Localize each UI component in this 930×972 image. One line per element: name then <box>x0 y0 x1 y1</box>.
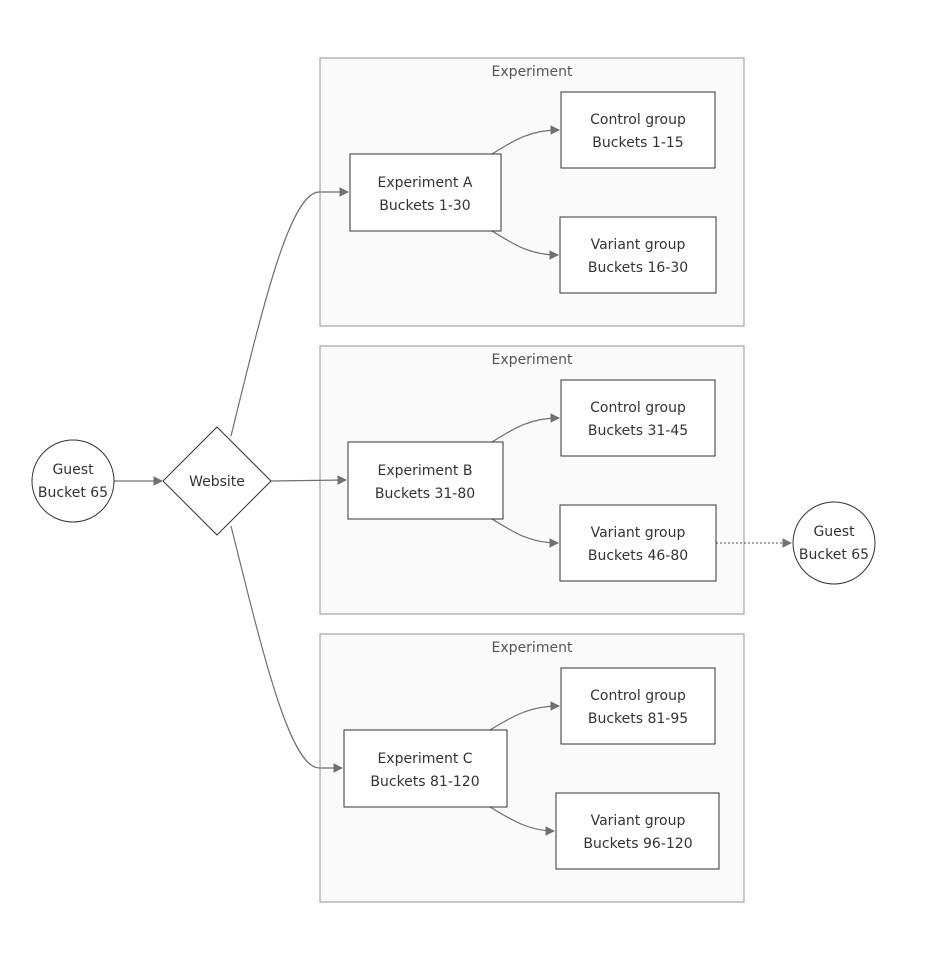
edge-website-to-experiment-b <box>270 475 347 485</box>
node-label-line1: Control group <box>590 688 686 704</box>
node-label-line1: Control group <box>590 400 686 416</box>
node-label-line2: Bucket 65 <box>38 485 108 501</box>
edge-experiment-a-to-control <box>491 125 560 155</box>
edges <box>114 125 792 836</box>
edge-experiment-b-to-variant <box>491 518 559 548</box>
edge-experiment-a-to-variant <box>491 230 559 260</box>
node-label-line1: Guest <box>813 524 855 540</box>
edge-website-to-experiment-a <box>230 187 349 437</box>
node-label-line2: Buckets 16-30 <box>588 260 688 276</box>
node-label-line1: Website <box>189 474 245 490</box>
node-guest-start: Guest Bucket 65 <box>31 439 115 523</box>
node-control-group-c: Control group Buckets 81-95 <box>560 667 716 745</box>
node-label-line2: Buckets 1-30 <box>379 198 470 214</box>
node-label-line2: Buckets 1-15 <box>592 135 683 151</box>
node-label-line1: Experiment B <box>378 463 473 479</box>
cluster-label: Experiment <box>492 640 573 656</box>
node-label-line1: Experiment A <box>378 175 473 191</box>
node-label-line1: Variant group <box>591 525 686 541</box>
node-label-line2: Buckets 81-95 <box>588 711 688 727</box>
node-variant-group-c: Variant group Buckets 96-120 <box>555 792 720 870</box>
node-website-decision: Website <box>162 426 272 536</box>
node-label-line2: Buckets 31-80 <box>375 486 475 502</box>
node-label-line2: Bucket 65 <box>799 547 869 563</box>
node-label-line2: Buckets 46-80 <box>588 548 688 564</box>
node-variant-group-a: Variant group Buckets 16-30 <box>559 216 717 294</box>
node-label-line1: Variant group <box>591 237 686 253</box>
node-experiment-a: Experiment A Buckets 1-30 <box>349 153 502 232</box>
edge-website-to-experiment-c <box>230 525 343 773</box>
node-label-line1: Variant group <box>591 813 686 829</box>
node-experiment-b: Experiment B Buckets 31-80 <box>347 441 504 520</box>
node-label-line2: Buckets 31-45 <box>588 423 688 439</box>
edge-experiment-b-to-control <box>491 413 560 443</box>
cluster-label: Experiment <box>492 64 573 80</box>
node-label-line2: Buckets 96-120 <box>583 836 692 852</box>
node-label-line1: Control group <box>590 112 686 128</box>
node-variant-group-b: Variant group Buckets 46-80 <box>559 504 717 582</box>
node-guest-end: Guest Bucket 65 <box>792 501 876 585</box>
node-experiment-c: Experiment C Buckets 81-120 <box>343 729 508 808</box>
node-label-line1: Experiment C <box>377 751 472 767</box>
node-label-line2: Buckets 81-120 <box>370 774 479 790</box>
edge-experiment-c-to-variant <box>489 806 555 836</box>
node-control-group-a: Control group Buckets 1-15 <box>560 91 716 169</box>
edge-experiment-c-to-control <box>489 701 560 731</box>
node-label-line1: Guest <box>52 462 94 478</box>
cluster-label: Experiment <box>492 352 573 368</box>
node-control-group-b: Control group Buckets 31-45 <box>560 379 716 457</box>
